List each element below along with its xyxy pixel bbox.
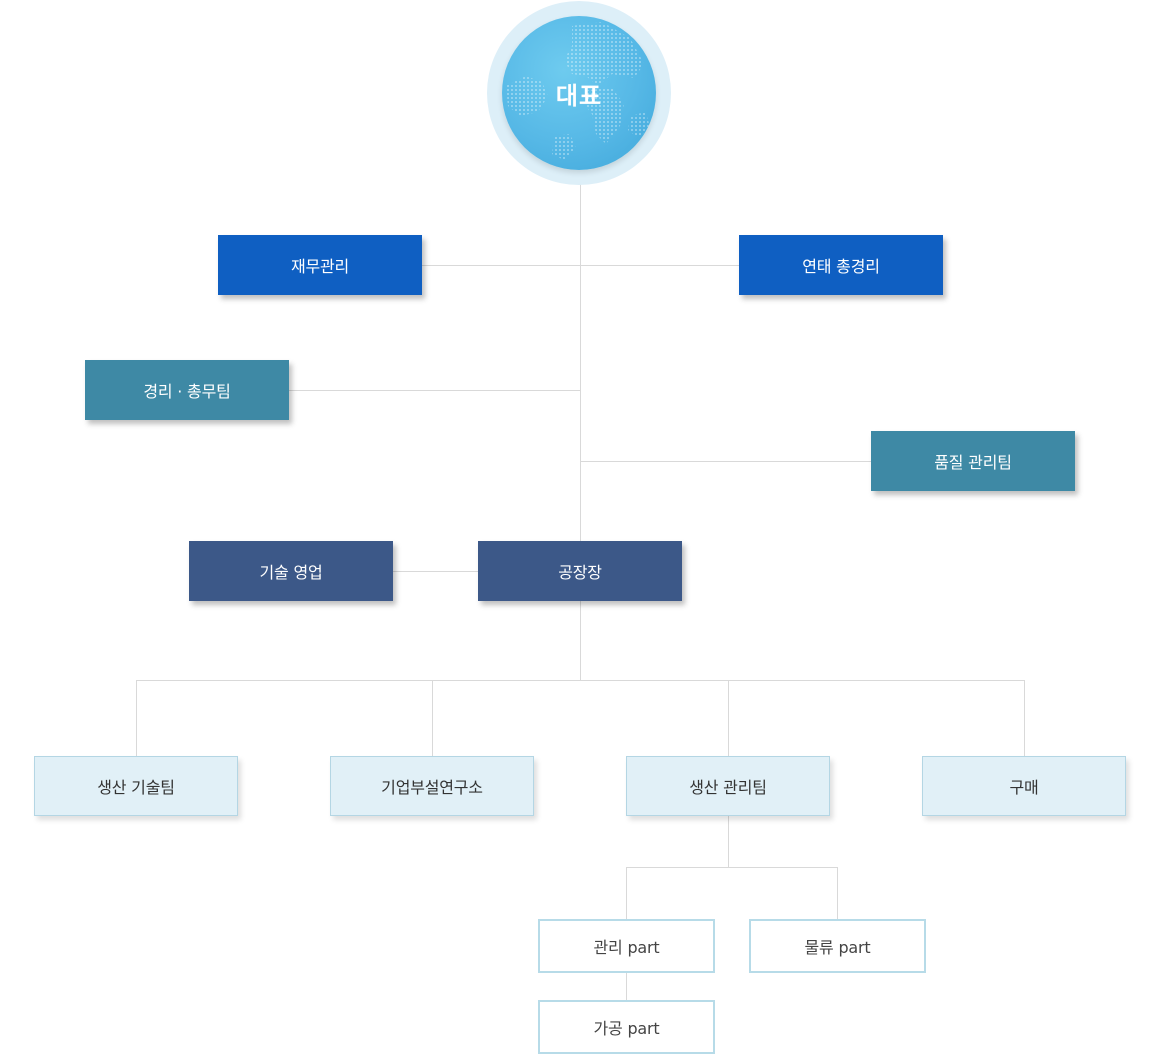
connector-production-down [728, 815, 729, 867]
globe-icon [506, 22, 650, 160]
part-processing[interactable]: 가공 part [538, 1000, 715, 1054]
connector-accounting [288, 390, 580, 391]
connector-tech-sales [392, 571, 478, 572]
connector-finance-yeontae [421, 265, 739, 266]
finance-box[interactable]: 재무관리 [218, 235, 422, 295]
factory-manager-box[interactable]: 공장장 [478, 541, 682, 601]
connector-parts-bus [626, 867, 838, 868]
quality-team-box[interactable]: 품질 관리팀 [871, 431, 1075, 491]
part-admin[interactable]: 관리 part [538, 919, 715, 973]
connector-team-2 [432, 680, 433, 756]
connector-teams-bus [136, 680, 1025, 681]
connector-part-logistics [837, 867, 838, 919]
team-research-lab[interactable]: 기업부설연구소 [330, 756, 534, 816]
connector-team-4 [1024, 680, 1025, 756]
connector-team-1 [136, 680, 137, 756]
ceo-label: 대표 [555, 81, 603, 110]
connector-part-admin [626, 867, 627, 919]
team-production-tech[interactable]: 생산 기술팀 [34, 756, 238, 816]
accounting-team-box[interactable]: 경리 · 총무팀 [85, 360, 289, 420]
connector-factory-down [580, 600, 581, 680]
connector-team-3 [728, 680, 729, 756]
tech-sales-box[interactable]: 기술 영업 [189, 541, 393, 601]
connector-trunk [580, 170, 581, 541]
ceo-node[interactable]: 대표 [502, 16, 656, 170]
team-production-mgmt[interactable]: 생산 관리팀 [626, 756, 830, 816]
connector-quality [580, 461, 871, 462]
yeontae-manager-box[interactable]: 연태 총경리 [739, 235, 943, 295]
part-logistics[interactable]: 물류 part [749, 919, 926, 973]
team-purchasing[interactable]: 구매 [922, 756, 1126, 816]
connector-part-processing [626, 972, 627, 1000]
